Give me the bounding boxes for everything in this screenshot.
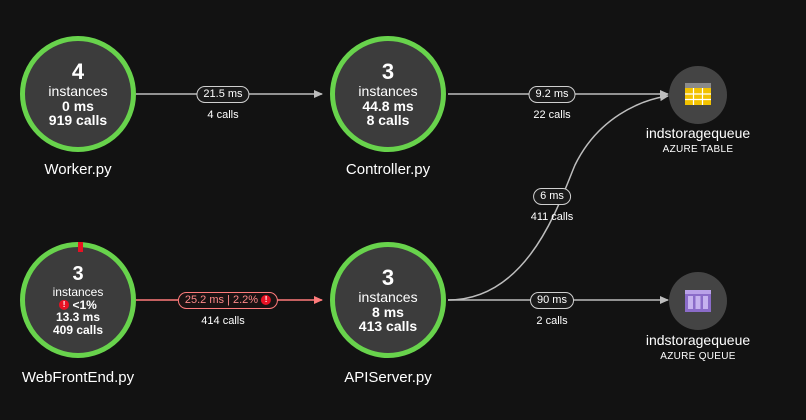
error-icon: ! <box>261 295 272 306</box>
webfrontend-calls: 409 calls <box>52 322 104 337</box>
edge-controller-table-duration[interactable]: 9.2 ms <box>528 86 576 103</box>
node-controller[interactable]: 3 instances 44.8 ms 8 calls <box>330 36 446 152</box>
worker-calls: 919 calls <box>48 112 108 129</box>
controller-duration: 44.8 ms <box>362 97 414 114</box>
edge-apiserver-table[interactable] <box>447 93 669 301</box>
edge-webfrontend-apiserver-duration[interactable]: 25.2 ms | 2.2% ! <box>177 292 279 309</box>
queue-resource-name: indstoragequeue <box>645 332 751 348</box>
worker-duration: 0 ms <box>62 97 94 114</box>
queue-icon <box>685 290 711 312</box>
apiserver-name: APIServer.py <box>344 369 432 386</box>
edge-worker-controller-duration[interactable]: 21.5 ms <box>196 86 250 103</box>
controller-instance-count: 3 <box>381 58 395 84</box>
resource-azure-table[interactable] <box>669 66 727 124</box>
edge-apiserver-queue-calls: 2 calls <box>536 315 568 327</box>
apiserver-duration: 8 ms <box>372 303 404 320</box>
apiserver-instances-label: instances <box>358 289 418 306</box>
webfrontend-duration: 13.3 ms <box>55 310 101 324</box>
controller-calls: 8 calls <box>366 112 410 129</box>
webfrontend-failure-rate: <1% <box>72 297 97 312</box>
edge-webfrontend-apiserver-calls: 414 calls <box>201 315 245 327</box>
worker-name: Worker.py <box>44 161 112 178</box>
edge-apiserver-table-duration[interactable]: 6 ms <box>533 188 571 205</box>
edge-apiserver-table-calls: 411 calls <box>530 211 574 223</box>
webfrontend-instances-label: instances <box>52 284 104 299</box>
table-icon <box>685 83 711 105</box>
edge-apiserver-queue-duration[interactable]: 90 ms <box>530 292 574 309</box>
apiserver-calls: 413 calls <box>358 318 418 335</box>
node-apiserver[interactable]: 3 instances 8 ms 413 calls <box>330 242 446 358</box>
controller-instances-label: instances <box>358 83 418 100</box>
resource-azure-queue[interactable] <box>669 272 727 330</box>
controller-name: Controller.py <box>345 161 431 178</box>
node-webfrontend[interactable]: 3 instances ! <1% 13.3 ms 409 calls <box>20 242 136 358</box>
worker-instance-count: 4 <box>71 58 85 84</box>
failure-rate-marker <box>78 242 83 252</box>
edge-worker-controller-calls: 4 calls <box>207 109 239 121</box>
edge-webfrontend-apiserver-label: 25.2 ms | 2.2% <box>184 294 259 306</box>
apiserver-instance-count: 3 <box>381 264 395 290</box>
queue-resource-type: AZURE QUEUE <box>660 351 736 362</box>
error-icon: ! <box>59 300 70 311</box>
webfrontend-name: WebFrontEnd.py <box>21 369 135 386</box>
node-worker[interactable]: 4 instances 0 ms 919 calls <box>20 36 136 152</box>
webfrontend-instance-count: 3 <box>72 262 84 285</box>
table-resource-name: indstoragequeue <box>645 125 751 141</box>
edge-controller-table-calls: 22 calls <box>533 109 571 121</box>
worker-instances-label: instances <box>48 83 108 100</box>
table-resource-type: AZURE TABLE <box>662 144 734 155</box>
